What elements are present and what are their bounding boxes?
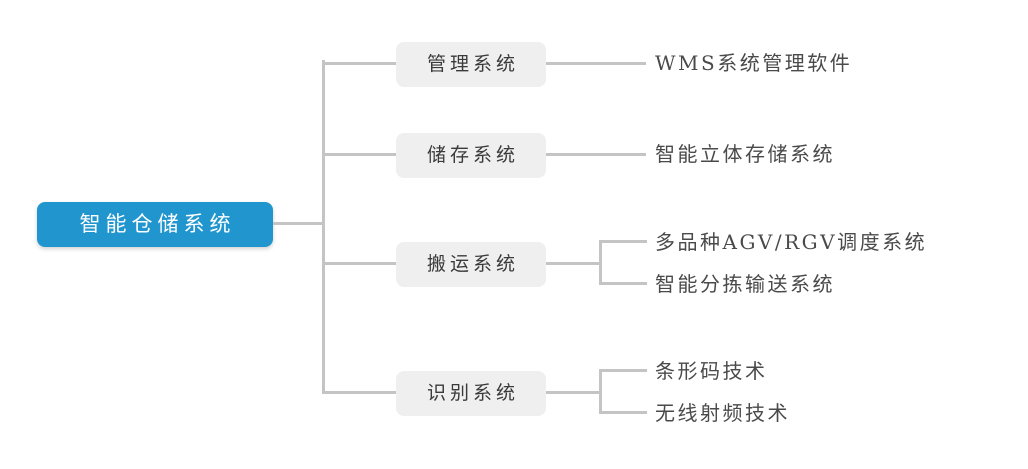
branch-node-identification-system[interactable]: 识别系统 (396, 371, 546, 416)
leaf-intelligent-sorting-conveying-system[interactable]: 智能分拣输送系统 (655, 272, 835, 296)
connector-trunk-to-branch-4 (322, 391, 398, 394)
connector-branch-3-stub (546, 262, 602, 265)
branch-node-label: 识别系统 (426, 382, 519, 404)
connector-branch-3-to-leaf-2 (599, 282, 647, 285)
connector-trunk-to-branch-2 (322, 153, 398, 156)
leaf-rfid-technology[interactable]: 无线射频技术 (655, 401, 790, 425)
root-node-label: 智能仓储系统 (79, 212, 236, 236)
connector-branch-4-to-leaf-2 (599, 411, 647, 414)
leaf-wms-management-software[interactable]: WMS系统管理软件 (655, 51, 853, 75)
connector-branch-3-subtrunk (599, 240, 602, 285)
root-node-smart-warehouse[interactable]: 智能仓储系统 (37, 202, 273, 247)
branch-node-handling-system[interactable]: 搬运系统 (396, 242, 546, 287)
leaf-barcode-technology[interactable]: 条形码技术 (655, 359, 768, 383)
branch-node-storage-system[interactable]: 储存系统 (396, 133, 546, 178)
connector-trunk-to-branch-3 (322, 262, 398, 265)
connector-branch-4-subtrunk (599, 369, 602, 414)
connector-root-to-trunk (273, 222, 325, 225)
branch-node-label: 储存系统 (426, 144, 519, 166)
leaf-agv-rgv-scheduling-system[interactable]: 多品种AGV/RGV调度系统 (655, 230, 928, 254)
connector-trunk-vertical (322, 60, 325, 394)
branch-node-label: 搬运系统 (426, 253, 519, 275)
connector-trunk-to-branch-1 (322, 62, 398, 65)
connector-branch-4-to-leaf-1 (599, 369, 647, 372)
connector-branch-4-stub (546, 391, 602, 394)
branch-node-label: 管理系统 (426, 53, 519, 75)
connector-branch-2-to-leaf-1 (546, 153, 646, 156)
connector-branch-1-to-leaf-1 (546, 62, 646, 65)
leaf-intelligent-stereoscopic-storage[interactable]: 智能立体存储系统 (655, 142, 835, 166)
branch-node-management-system[interactable]: 管理系统 (396, 42, 546, 87)
connector-branch-3-to-leaf-1 (599, 240, 647, 243)
